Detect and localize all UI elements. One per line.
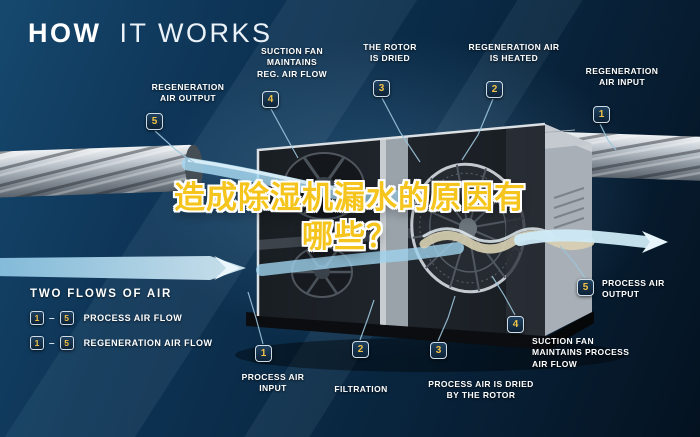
headline-line2: 哪些？ — [302, 218, 398, 254]
callout-badge-regen-1: 1 — [593, 106, 610, 123]
legend-row-process-air: 1 – 5 PROCESS AIR FLOW — [30, 311, 213, 325]
process-air-input-flow — [0, 256, 246, 280]
page-title: HOW IT WORKS — [28, 18, 273, 49]
side-vents — [553, 187, 585, 229]
callout-label-process-air-input: PROCESS AIR INPUT — [241, 372, 305, 394]
callout-badge-regen-4: 4 — [262, 91, 279, 108]
legend-dash: – — [49, 312, 55, 324]
right-duct — [546, 131, 700, 182]
callout-label-filtration: FILTRATION — [334, 384, 388, 394]
callout-badge-process-1: 1 — [255, 345, 272, 362]
callout-badge-process-3: 3 — [430, 342, 447, 359]
callout-label-regeneration-air-heated: REGENERATION AIR IS HEATED — [468, 42, 560, 64]
air-flow-streams — [0, 157, 668, 280]
legend-badge-process-from: 1 — [30, 311, 44, 325]
legend-dash: – — [49, 337, 55, 349]
suction-fan-lower — [291, 246, 353, 298]
rotor — [410, 162, 526, 294]
legend-title: TWO FLOWS OF AIR — [30, 288, 173, 300]
callout-badge-process-4: 4 — [507, 316, 524, 333]
callout-badge-process-5: 5 — [577, 279, 594, 296]
callout-badge-process-2: 2 — [352, 341, 369, 358]
callout-label-regeneration-air-output: REGENERATION AIR OUTPUT — [151, 82, 225, 104]
legend: TWO FLOWS OF AIR 1 – 5 PROCESS AIR FLOW … — [30, 288, 213, 350]
legend-badge-regen-from: 1 — [30, 336, 44, 350]
callout-label-suction-fan-process: SUCTION FAN MAINTAINS PROCESS AIR FLOW — [532, 336, 630, 369]
callout-badge-regen-5: 5 — [146, 113, 163, 130]
machine-body — [246, 122, 594, 350]
legend-row-regeneration-air: 1 – 5 REGENERATION AIR FLOW — [30, 336, 213, 350]
callout-badge-regen-2: 2 — [486, 81, 503, 98]
legend-label-regeneration-air-flow: REGENERATION AIR FLOW — [83, 338, 213, 348]
callout-badge-regen-3: 3 — [373, 80, 390, 97]
callout-label-process-air-dried: PROCESS AIR IS DRIED BY THE ROTOR — [428, 379, 534, 401]
leader-lines — [154, 97, 617, 345]
title-word-it-works: IT WORKS — [119, 18, 273, 48]
callout-label-process-air-output: PROCESS AIR OUTPUT — [602, 278, 665, 300]
title-word-how: HOW — [28, 18, 102, 48]
legend-label-process-air-flow: PROCESS AIR FLOW — [83, 313, 183, 323]
humid-air-wave — [419, 230, 595, 254]
callout-label-suction-fan-reg: SUCTION FAN MAINTAINS REG. AIR FLOW — [256, 46, 328, 79]
callout-label-rotor-dried: THE ROTOR IS DRIED — [363, 42, 417, 64]
legend-badge-process-to: 5 — [59, 311, 74, 325]
process-air-output-flow — [514, 229, 668, 253]
headline-overlay: 造成除湿机漏水的原因有 哪些？ — [60, 180, 640, 254]
legend-badge-regen-to: 5 — [59, 336, 74, 350]
headline-line1: 造成除湿机漏水的原因有 — [174, 180, 526, 215]
callout-label-regeneration-air-input: REGENERATION AIR INPUT — [585, 66, 659, 88]
